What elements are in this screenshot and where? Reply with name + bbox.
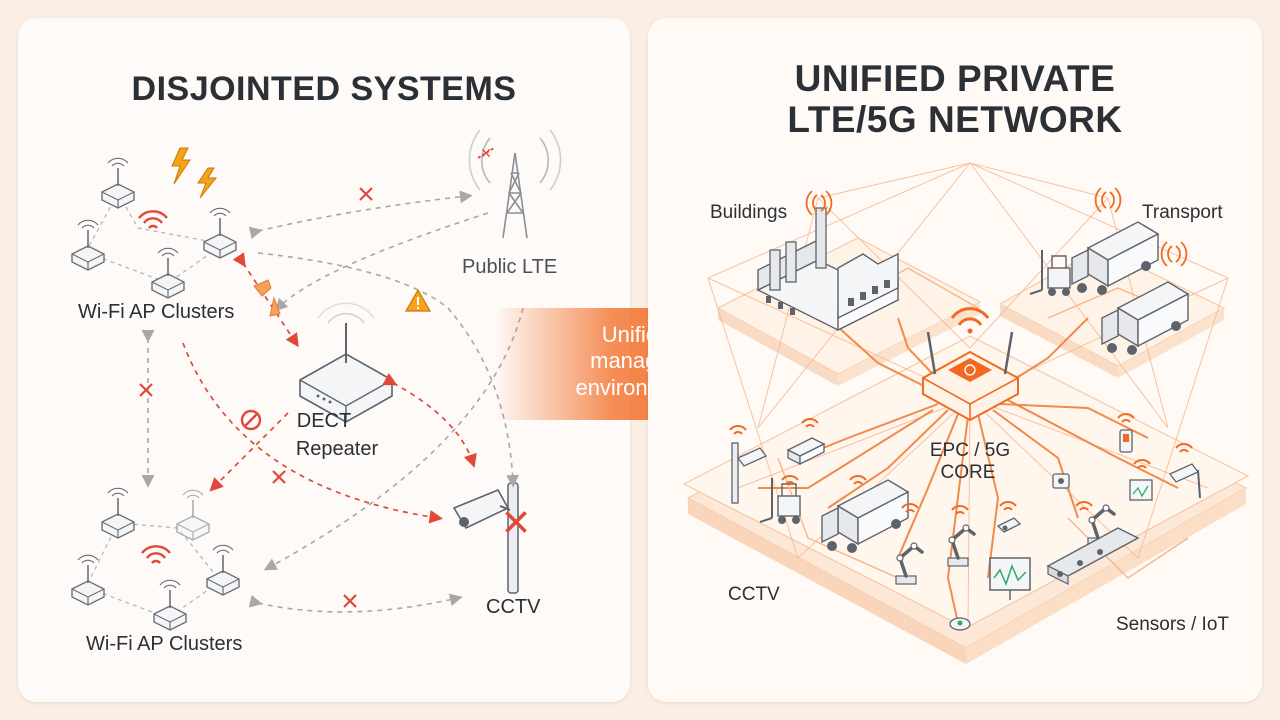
sensor-icon [949,617,971,631]
core-router-icon [922,331,1019,422]
left-title: DISJOINTED SYSTEMS [131,70,517,108]
wifi-signal-icon [137,210,169,230]
label-wifi-top: Wi-Fi AP Clusters [78,301,235,323]
wifi-router-icon [101,487,135,539]
wifi-router-icon [203,207,237,259]
warning-icon [404,288,432,312]
label-transport: Transport [1142,202,1223,223]
broken-link-icon [253,279,281,317]
label-dect-line1: DECT [296,410,352,432]
wifi-signal-icon [950,307,990,334]
sensor-box-icon [786,437,826,466]
monitor-icon [1129,479,1153,501]
right-title: UNIFIED PRIVATE LTE/5G NETWORK [648,58,1262,141]
factory-icon [756,207,900,332]
cell-tower-icon [468,129,562,239]
wifi-signal-icon [140,545,172,565]
sensor-icon [1052,473,1070,489]
broken-link-icon [477,147,495,159]
wifi-router-icon [151,247,185,299]
monitor-icon [989,557,1031,600]
x-mark-icon [358,186,374,202]
blocked-icon [240,409,262,431]
cctv-camera-icon [1168,463,1201,499]
label-sensors-iot: Sensors / IoT [1116,614,1229,635]
right-panel-unified: UNIFIED PRIVATE LTE/5G NETWORK [648,18,1262,702]
label-cctv-right: CCTV [728,584,780,605]
x-mark-icon [271,469,287,485]
top-cluster-links [87,192,219,284]
right-diagram [682,162,1250,664]
signal-icon [1094,187,1122,213]
cctv-camera-icon [452,482,528,594]
x-mark-icon [138,382,154,398]
sensor-icon [1119,429,1133,453]
cctv-camera-icon [731,442,768,504]
label-dect-line2: Repeater [295,438,379,460]
label-core-line2: CORE [940,462,996,483]
wifi-router-icon [71,219,105,271]
label-core-line1: EPC / 5G [929,440,1011,461]
red-links [182,252,477,524]
dect-repeater-icon [299,302,393,423]
conveyor-icon [1046,527,1140,585]
wifi-router-icon [101,157,135,209]
right-title-line1: UNIFIED PRIVATE [794,58,1116,99]
left-diagram [71,129,562,631]
wifi-router-icon [71,554,105,606]
wifi-router-icon [153,579,187,631]
label-wifi-bottom: Wi-Fi AP Clusters [86,633,243,655]
faded-router-icon [176,489,210,541]
label-buildings: Buildings [710,202,788,223]
label-cctv-left: CCTV [486,596,541,618]
sensor-icon [996,517,1022,533]
right-title-line2: LTE/5G NETWORK [787,99,1123,141]
signal-icon [729,425,747,435]
x-mark-icon [342,593,358,609]
gray-links [141,190,524,613]
label-public-lte: Public LTE [462,256,558,278]
lightning-icon [171,147,218,199]
